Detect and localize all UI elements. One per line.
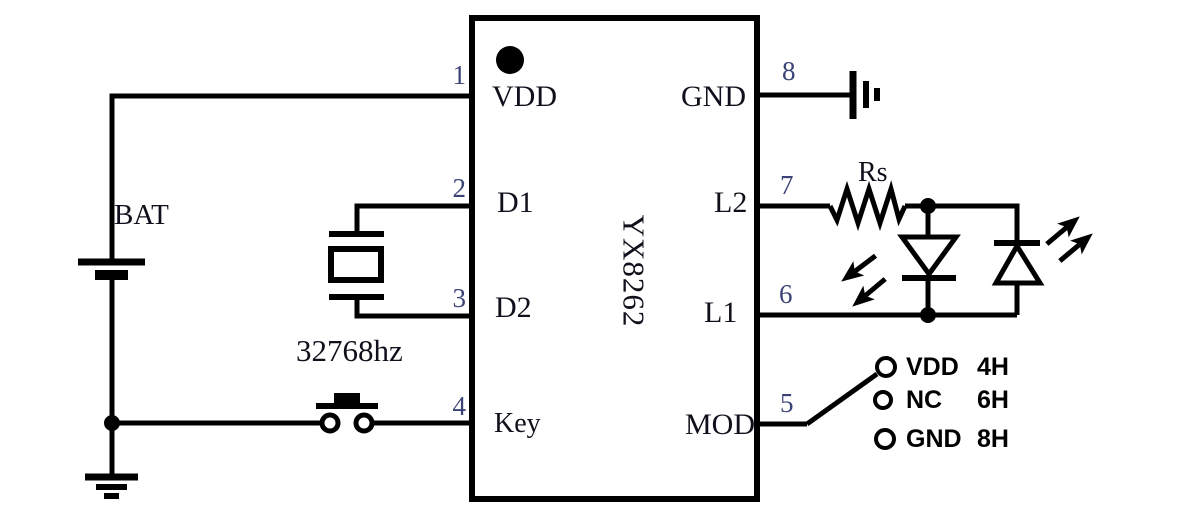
- led1-emission-arrow-2: [852, 277, 887, 307]
- mod-option-gnd-label: GND: [906, 425, 962, 453]
- junction-dot-bottom: [920, 307, 936, 323]
- led2-emission-arrow-1: [1045, 216, 1080, 246]
- battery-symbol: [78, 258, 145, 423]
- mod-option-nc-label: NC: [906, 386, 943, 414]
- pin-number-7: 7: [780, 170, 794, 200]
- ic-label-d1: D1: [497, 186, 534, 219]
- pin1-marker-dot: [496, 46, 524, 74]
- mod-option-nc-code: 6H: [977, 386, 1009, 414]
- ic-label-l2: L2: [714, 186, 748, 219]
- ic-label-mod: MOD: [685, 408, 756, 441]
- led1-symbol: [897, 206, 961, 315]
- ic-label-gnd: GND: [681, 80, 746, 113]
- pin-number-8: 8: [782, 56, 796, 86]
- resistor-symbol: [827, 180, 908, 232]
- pin-number-5: 5: [780, 388, 794, 418]
- mod-switch-symbol: [757, 356, 897, 450]
- ic-label-d2: D2: [495, 291, 532, 324]
- mod-option-vdd-label: VDD: [906, 353, 959, 381]
- ground-symbol-gnd-pin: [849, 71, 880, 119]
- pin-number-1: 1: [452, 60, 467, 90]
- led2-symbol: [991, 240, 1045, 315]
- push-button-symbol: [316, 393, 378, 434]
- ic-body: [469, 15, 760, 502]
- pin-number-6: 6: [779, 279, 793, 309]
- wire-battery-to-vdd: [109, 93, 472, 260]
- resistor-label: Rs: [858, 157, 888, 188]
- pin-number-4: 4: [452, 391, 467, 421]
- wire-resistor-to-led2: [905, 203, 1020, 241]
- crystal-symbol: [328, 203, 472, 319]
- mod-option-vdd-code: 4H: [977, 353, 1009, 381]
- pin-number-2: 2: [452, 173, 467, 203]
- led2-emission-arrow-2: [1058, 233, 1093, 263]
- ic-label-key: Key: [494, 408, 541, 439]
- crystal-label: 32768hz: [296, 333, 403, 368]
- ic-label-vdd: VDD: [492, 80, 557, 113]
- led1-emission-arrow-1: [841, 253, 878, 282]
- battery-label: BAT: [114, 199, 169, 231]
- ic-part-number: YX8262: [616, 214, 652, 328]
- ground-symbol-left: [85, 423, 138, 499]
- pin-number-3: 3: [452, 283, 467, 313]
- mod-option-gnd-code: 8H: [977, 425, 1009, 453]
- ic-label-l1: L1: [704, 296, 738, 329]
